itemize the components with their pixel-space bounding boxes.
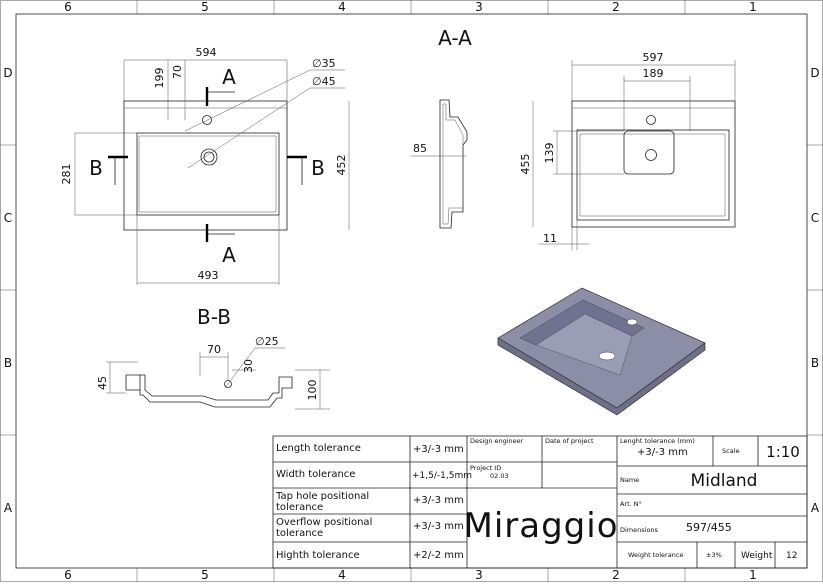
tol-label: Highth tolerance [276,550,360,561]
dim-right-189: 189 [643,67,664,80]
name-label: Name [620,476,639,484]
tol-value: +3/-3 mm [413,521,464,532]
tol-label: Length tolerance [276,443,361,454]
dim-top-70: 70 [171,65,184,79]
section-title-aa: A-A [438,26,472,50]
dim-top-d35: ∅35 [312,57,336,70]
tol-value: +3/-3 mm [413,495,464,506]
row-label-right: B [811,356,819,370]
tol-label: Width tolerance [276,469,355,480]
dim-bb-100: 100 [306,380,319,401]
title-block [272,435,808,569]
dimensions-label: Dimensions [620,526,659,534]
tap-hole [202,115,212,125]
tap-shelf [623,130,675,175]
tol-value: +3/-3 mm [413,444,464,455]
tol-label-line2: tolerance [276,502,323,513]
length-tol-value: +3/-3 mm [637,447,688,458]
date-label: Date of project [545,437,594,445]
dim-bb-45: 45 [96,376,109,390]
row-label-right: D [810,66,819,80]
col-label-bottom: 6 [64,568,72,582]
dim-top-452: 452 [335,155,348,176]
art-label: Art. N° [620,500,642,508]
dim-right-455: 455 [519,154,532,175]
overflow-hole [224,380,232,388]
project-id-value: 02.03 [490,472,509,480]
col-label-bottom: 3 [475,568,483,582]
col-label-top: 6 [64,0,72,14]
project-id-label: Project ID [470,464,501,472]
side-section-view: 85 [410,99,468,229]
row-label-left: D [3,66,12,80]
tol-value: +2/-2 mm [413,550,464,561]
dim-top-493: 493 [198,269,219,282]
tol-label-line1: Tap hole positional [275,491,369,502]
cut-label-a-top: A [222,65,236,89]
dim-top-594: 594 [196,46,217,59]
scale-value: 1:10 [766,443,800,461]
col-label-top: 4 [338,0,346,14]
weight-value: 12 [786,551,797,561]
brand-logo: Miraggio [463,506,618,546]
basin-3d-view [497,287,706,416]
row-label-right: A [811,501,820,515]
weight-tol-label: Weight tolerance [628,551,683,559]
tol-value: +1,5/-1,5mm [412,471,472,481]
right-view: 597 189 455 139 11 [519,51,736,250]
dim-bb-d25: ∅25 [255,335,279,348]
dim-bb-70: 70 [207,343,221,356]
top-view: 594 493 452 281 199 70 ∅35 ∅45 [60,46,350,285]
col-label-top: 5 [201,0,209,14]
col-label-bottom: 5 [201,568,209,582]
design-engineer-label: Design engineer [470,437,524,445]
weight-tol-value: ±3% [706,551,722,559]
cut-label-b-right: B [311,156,325,180]
drain-hole [200,148,218,166]
row-label-left: B [4,356,12,370]
col-label-top: 1 [749,0,757,14]
dim-right-597: 597 [643,51,664,64]
row-label-left: C [4,211,12,225]
col-label-top: 3 [475,0,483,14]
dim-right-11: 11 [543,232,557,245]
col-label-bottom: 2 [612,568,620,582]
dim-top-d45: ∅45 [312,75,336,88]
tol-label-line2: tolerance [276,528,323,539]
dim-right-139: 139 [543,143,556,164]
tol-label-line1: Overflow positional [276,517,372,528]
inner-frame [15,13,808,569]
col-label-bottom: 1 [749,568,757,582]
cut-label-a-bottom: A [222,243,236,267]
scale-label: Scale [722,447,740,455]
dimensions-value: 597/455 [686,521,732,534]
col-label-top: 2 [612,0,620,14]
dim-top-199: 199 [153,68,166,89]
product-name: Midland [691,471,758,491]
dim-top-281: 281 [60,164,73,185]
dim-bb-30: 30 [242,359,255,373]
section-title-bb: B-B [197,305,231,329]
col-label-bottom: 4 [338,568,346,582]
section-bb-view: 45 100 70 30 ∅25 [96,335,330,410]
cut-label-b-left: B [89,156,103,180]
dim-side-85: 85 [413,142,427,155]
weight-label: Weight [741,551,773,561]
row-label-right: C [811,211,819,225]
length-tol-label: Lenght tolerance (mm) [620,437,695,445]
row-label-left: A [4,501,13,515]
